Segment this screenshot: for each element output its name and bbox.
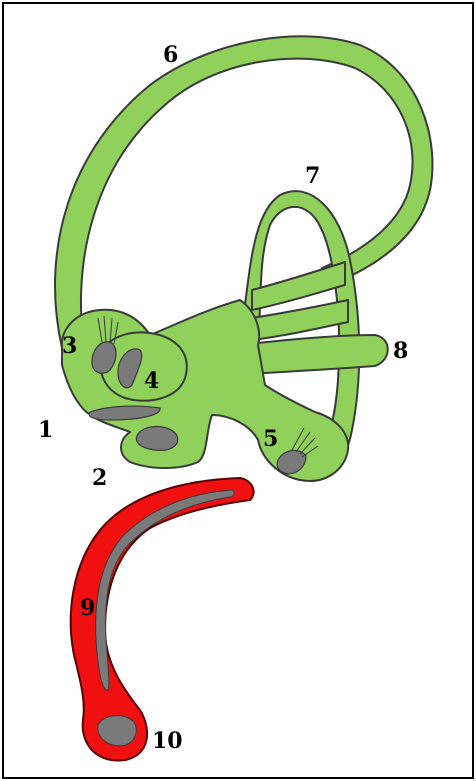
label-8: 8 xyxy=(393,338,408,364)
label-2: 2 xyxy=(92,465,107,491)
label-6: 6 xyxy=(163,42,178,68)
label-5: 5 xyxy=(263,426,278,452)
label-10: 10 xyxy=(152,728,183,754)
semicircular-canal-6 xyxy=(55,36,432,348)
label-9: 9 xyxy=(80,595,95,621)
label-3: 3 xyxy=(62,333,77,359)
label-4: 4 xyxy=(144,368,159,394)
label-1: 1 xyxy=(38,417,53,443)
label-7: 7 xyxy=(305,163,320,189)
sensory-patch-2 xyxy=(136,427,177,451)
